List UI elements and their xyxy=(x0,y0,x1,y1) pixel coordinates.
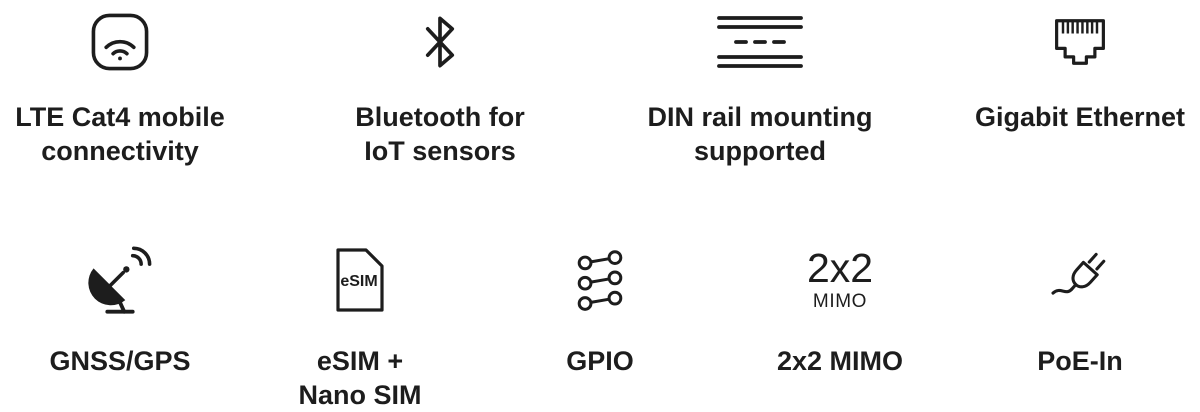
ethernet-port-icon xyxy=(1046,0,1114,84)
feature-lte-cat4: LTE Cat4 mobile connectivity xyxy=(0,0,280,168)
satellite-dish-icon xyxy=(83,232,157,328)
feature-row-1: LTE Cat4 mobile connectivity Bluetooth f… xyxy=(0,0,1200,168)
feature-din-rail: DIN rail mounting supported xyxy=(600,0,920,168)
mimo-2x2-text: 2x2 xyxy=(806,244,874,291)
feature-bluetooth: Bluetooth for IoT sensors xyxy=(280,0,600,168)
feature-label: 2x2 MIMO xyxy=(776,346,904,377)
feature-label: DIN rail mounting supported xyxy=(647,102,873,167)
feature-gigabit-ethernet: Gigabit Ethernet xyxy=(920,0,1200,168)
mimo-label-text: MIMO xyxy=(812,290,868,312)
sim-card-icon: eSIM xyxy=(331,232,389,328)
din-rail-icon xyxy=(714,0,806,84)
feature-label: LTE Cat4 mobile connectivity xyxy=(15,102,225,167)
feature-label: GPIO xyxy=(566,346,634,377)
sim-esim-text: eSIM xyxy=(340,273,377,290)
feature-label: PoE-In xyxy=(1037,346,1123,377)
bluetooth-icon xyxy=(419,0,461,84)
feature-label: Bluetooth for IoT sensors xyxy=(355,102,525,167)
feature-esim-nanosim: eSIM eSIM + Nano SIM xyxy=(240,232,480,412)
feature-gpio: GPIO xyxy=(480,232,720,412)
feature-label: Gigabit Ethernet xyxy=(974,102,1185,132)
feature-label: eSIM + Nano SIM xyxy=(298,346,422,411)
feature-label: GNSS/GPS xyxy=(49,346,191,377)
power-plug-icon xyxy=(1044,232,1116,328)
feature-row-2: GNSS/GPS eSIM eSIM + Nano SIM xyxy=(0,232,1200,412)
mobile-signal-icon xyxy=(86,0,154,84)
feature-poe-in: PoE-In xyxy=(960,232,1200,412)
mimo-text-icon: 2x2 MIMO xyxy=(807,232,873,328)
feature-gnss-gps: GNSS/GPS xyxy=(0,232,240,412)
gpio-nodes-icon xyxy=(571,232,629,328)
feature-2x2-mimo: 2x2 MIMO 2x2 MIMO xyxy=(720,232,960,412)
